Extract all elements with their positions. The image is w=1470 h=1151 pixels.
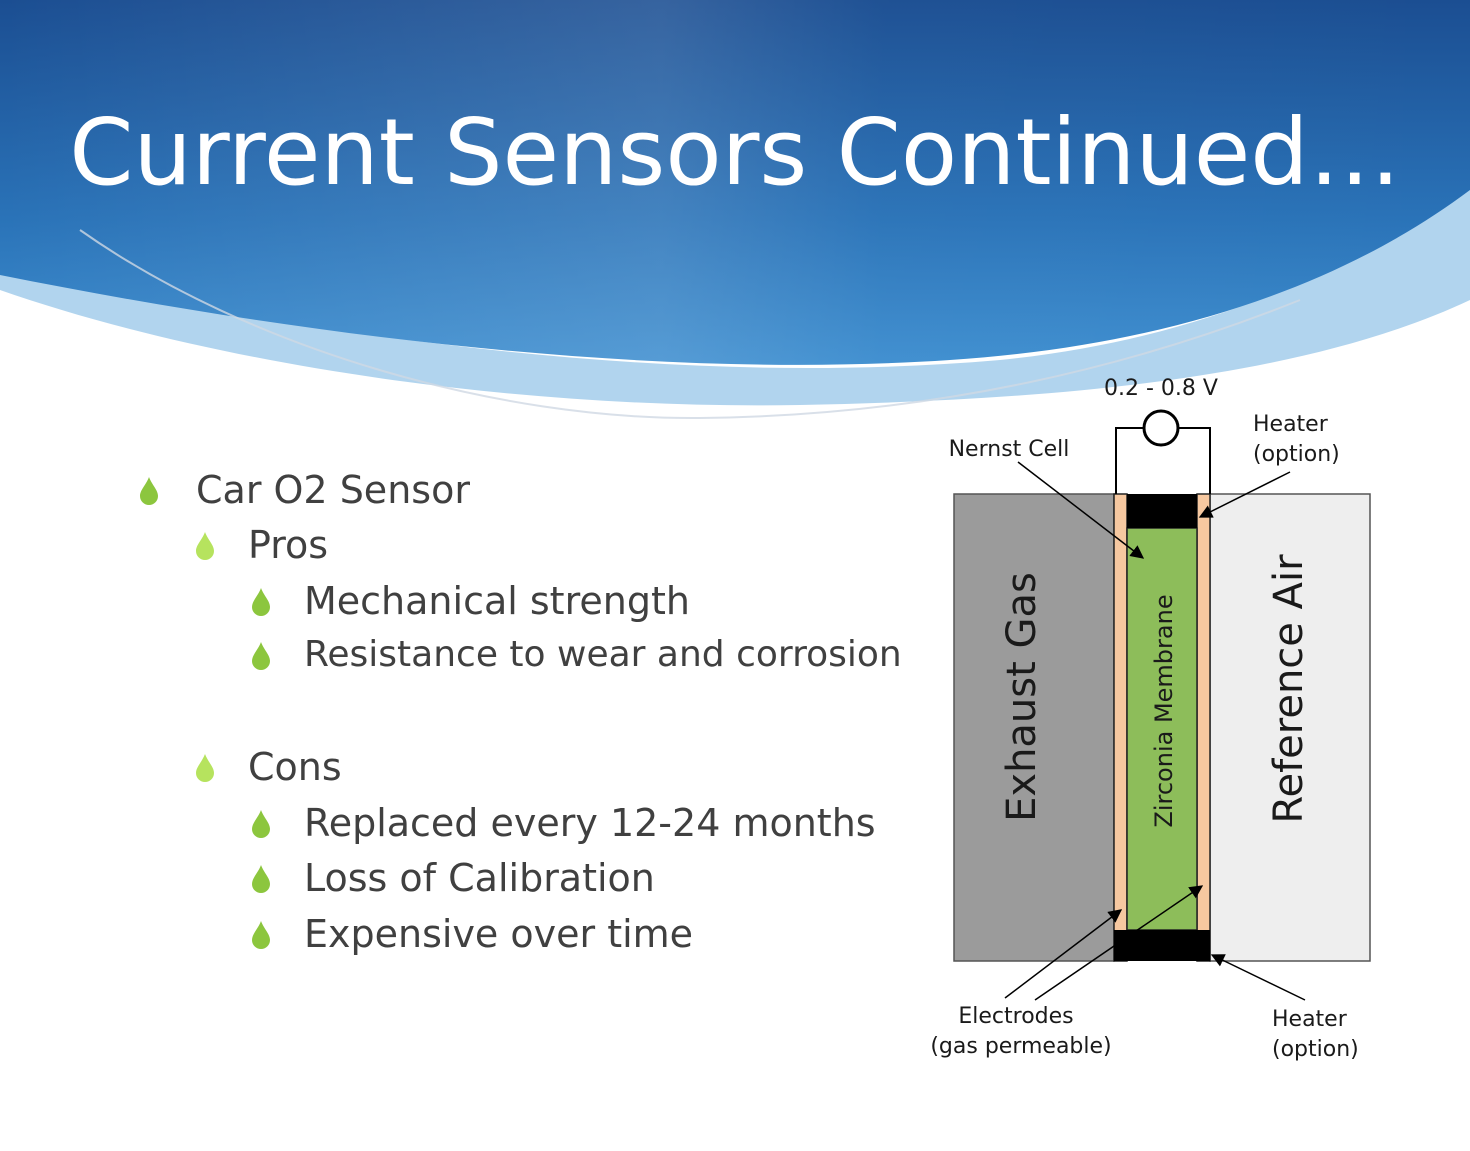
header-background bbox=[0, 0, 1470, 420]
bullet-list: Car O2 Sensor Pros Mechanical strength R… bbox=[138, 468, 902, 956]
bullet-item: Expensive over time bbox=[250, 912, 693, 956]
exhaust-gas-region bbox=[953, 493, 1115, 962]
bullet-text: Replaced every 12-24 months bbox=[304, 801, 876, 845]
heater-bottom-label-line2: (option) bbox=[1272, 1037, 1359, 1062]
header-swoosh-light bbox=[0, 190, 1470, 406]
droplet-bullet-icon bbox=[196, 532, 214, 560]
droplet-bullet-icon bbox=[252, 865, 270, 893]
slide-title: Current Sensors Continued… bbox=[69, 99, 1401, 206]
heater-top-label-line2: (option) bbox=[1253, 442, 1340, 467]
nernst-cell-arrow bbox=[1017, 461, 1145, 559]
header-curve-line bbox=[79, 229, 1301, 420]
bullet-text: Expensive over time bbox=[304, 912, 694, 956]
exhaust-gas-label: Exhaust Gas bbox=[999, 572, 1045, 822]
heater-top-arrow bbox=[1198, 471, 1291, 518]
bullet-text: Resistance to wear and corrosion bbox=[304, 634, 902, 675]
bullet-item: Car O2 Sensor bbox=[138, 468, 470, 512]
bullet-text: Cons bbox=[248, 745, 342, 789]
bullet-item: Cons bbox=[194, 745, 342, 789]
heater-top-block bbox=[1127, 494, 1197, 528]
heater-bottom-arrow bbox=[1210, 954, 1306, 1001]
bullet-text: Car O2 Sensor bbox=[196, 468, 470, 512]
membrane-label: Zirconia Membrane bbox=[1150, 594, 1178, 827]
bullet-item: Mechanical strength bbox=[250, 579, 690, 623]
voltmeter-icon bbox=[1142, 409, 1180, 447]
reference-air-region bbox=[1209, 493, 1371, 962]
bullet-text: Loss of Calibration bbox=[304, 856, 655, 900]
electrode-left bbox=[1113, 493, 1128, 962]
bullet-item: Loss of Calibration bbox=[250, 856, 655, 900]
nernst-cell-label: Nernst Cell bbox=[949, 437, 1070, 462]
electrode-arrow-2 bbox=[1034, 885, 1204, 1001]
heater-bottom-label-line1: Heater bbox=[1272, 1007, 1348, 1032]
electrodes-label-line2: (gas permeable) bbox=[930, 1034, 1111, 1059]
electrodes-label-line1: Electrodes bbox=[958, 1004, 1073, 1029]
droplet-bullet-icon bbox=[252, 810, 270, 838]
voltage-circuit-wire bbox=[1115, 427, 1211, 494]
droplet-bullet-icon bbox=[252, 921, 270, 949]
bullet-item: Resistance to wear and corrosion bbox=[250, 634, 902, 675]
reference-air-label: Reference Air bbox=[1266, 554, 1312, 824]
bullet-text: Mechanical strength bbox=[304, 579, 690, 623]
droplet-bullet-icon bbox=[252, 641, 270, 670]
bullet-item: Pros bbox=[194, 523, 328, 567]
electrode-right bbox=[1196, 493, 1211, 962]
droplet-bullet-icon bbox=[140, 477, 158, 505]
zirconia-membrane bbox=[1126, 527, 1198, 931]
heater-top-label-line1: Heater bbox=[1253, 412, 1329, 437]
voltage-label: 0.2 - 0.8 V bbox=[1104, 376, 1218, 401]
bullet-text: Pros bbox=[248, 523, 329, 567]
droplet-bullet-icon bbox=[252, 588, 270, 616]
electrode-arrow-1 bbox=[1004, 909, 1123, 999]
heater-bottom-block bbox=[1114, 930, 1210, 961]
bullet-item: Replaced every 12-24 months bbox=[250, 801, 876, 845]
header-shine bbox=[0, 0, 1470, 365]
droplet-bullet-icon bbox=[196, 754, 214, 782]
